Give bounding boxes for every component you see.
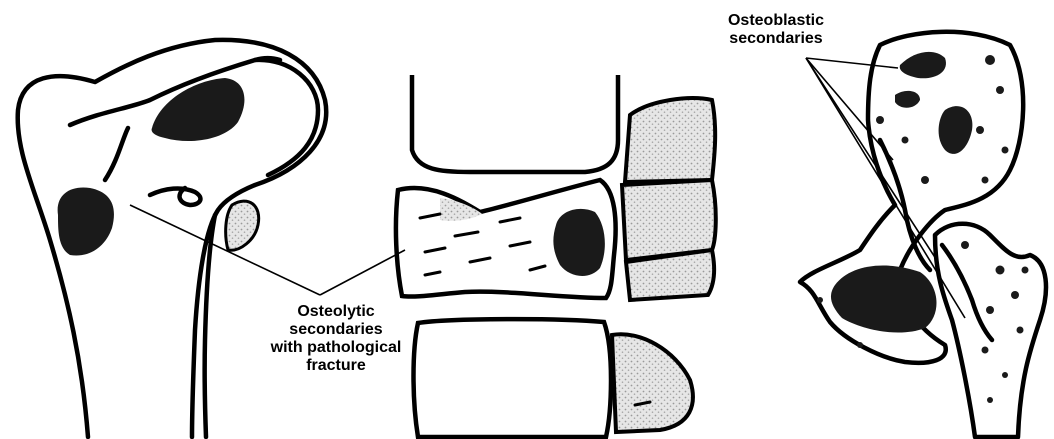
osteoblastic-lesions — [817, 52, 1029, 403]
trabecular-line — [255, 58, 280, 60]
vertebra-upper — [412, 75, 618, 172]
osteolytic-label: Osteolytic secondaries with pathological… — [245, 303, 427, 375]
posterior-elements-bottom — [612, 334, 693, 432]
pelvis-illustration — [800, 32, 1046, 437]
vertebral-column-illustration — [396, 75, 716, 437]
vertebra-lesion — [553, 209, 604, 276]
posterior-elements-upper — [625, 98, 715, 182]
osteoblastic-label-line-1: Osteoblastic — [690, 12, 862, 30]
femur-lesion-head — [152, 78, 245, 141]
femur-lesion-neck — [58, 187, 114, 255]
vertebra-lower — [414, 319, 612, 437]
osteoblastic-label: Osteoblastic secondaries — [690, 12, 862, 48]
leader-osteoblastic-2 — [806, 58, 893, 160]
osteolytic-label-line-4: fracture — [245, 357, 427, 375]
osteolytic-label-line-3: with pathological — [245, 339, 427, 357]
osteolytic-label-line-1: Osteolytic — [245, 303, 427, 321]
leader-osteoblastic-1 — [806, 58, 898, 68]
leader-osteolytic-spine — [320, 250, 405, 295]
posterior-elements-middle — [622, 180, 716, 260]
lesser-trochanter-shading — [226, 201, 259, 250]
osteolytic-label-line-2: secondaries — [245, 321, 427, 339]
leader-osteolytic-femur — [130, 205, 320, 295]
acetabulum-line — [880, 140, 930, 270]
osteoblastic-label-line-2: secondaries — [690, 30, 862, 48]
